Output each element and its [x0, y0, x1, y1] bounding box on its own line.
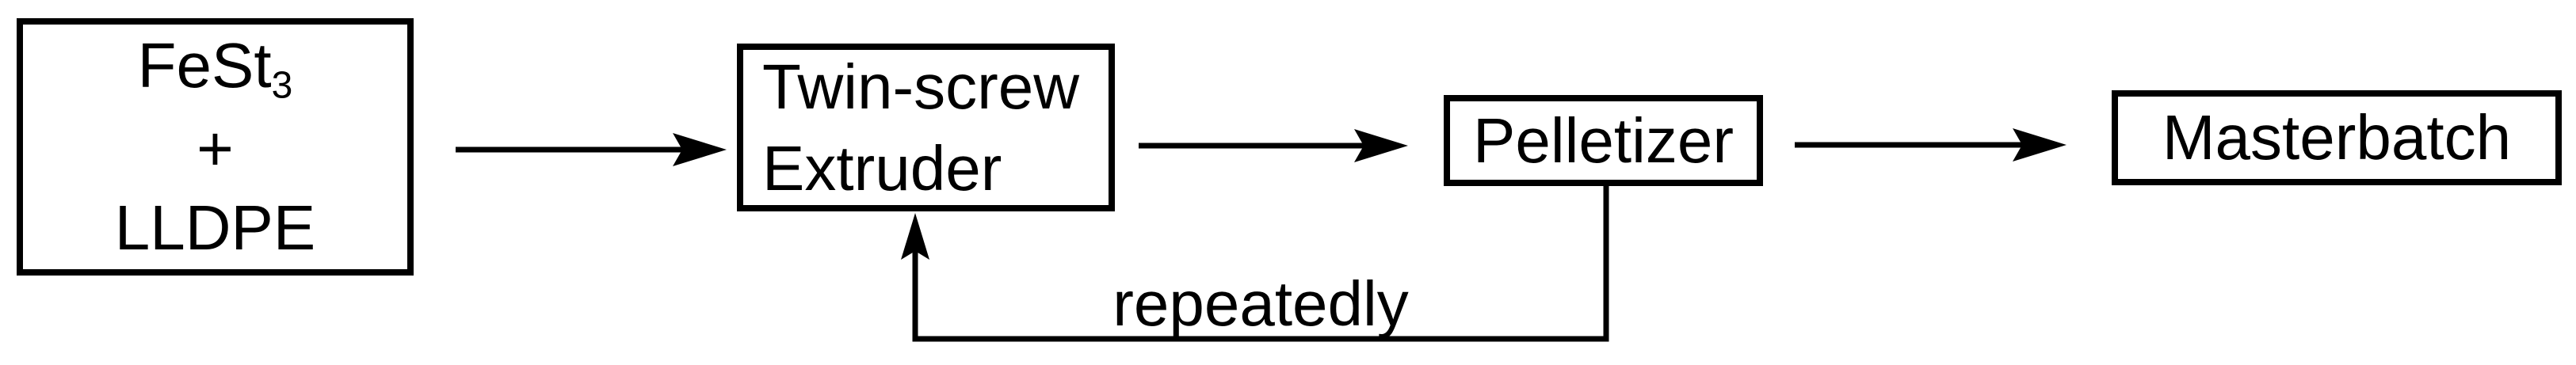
masterbatch-box: Masterbatch	[2112, 90, 2562, 185]
arrowhead-right-icon	[1354, 129, 1408, 162]
extruder-label-line2: Extruder	[762, 133, 1002, 203]
feedback-loop-arrow	[901, 182, 1609, 342]
pelletizer-label: Pelletizer	[1472, 105, 1735, 176]
feedstock-box: FeSt3 + LLDPE	[17, 18, 414, 276]
pelletizer-box: Pelletizer	[1444, 95, 1763, 186]
feedback-loop-path	[912, 182, 1609, 342]
formula-base: FeSt	[137, 29, 272, 101]
plus-sign: +	[197, 113, 234, 184]
arrowhead-right-icon	[673, 133, 727, 166]
arrow-extruder-to-pelletizer	[1139, 129, 1408, 162]
arrow-pelletizer-to-masterbatch	[1795, 128, 2067, 162]
arrowhead-up-icon	[901, 213, 929, 260]
arrow-feedstock-to-extruder	[456, 133, 727, 166]
formula-subscript: 3	[271, 64, 293, 107]
feedstock-formula: FeSt3	[138, 26, 293, 109]
arrowhead-right-icon	[2013, 128, 2067, 162]
masterbatch-label: Masterbatch	[2162, 102, 2512, 173]
polymer-name: LLDPE	[114, 192, 316, 264]
extruder-label-line1: Twin-screw	[762, 51, 1080, 122]
feedback-label: repeatedly	[1112, 268, 1409, 339]
extruder-box: Twin-screw Extruder	[737, 44, 1115, 211]
